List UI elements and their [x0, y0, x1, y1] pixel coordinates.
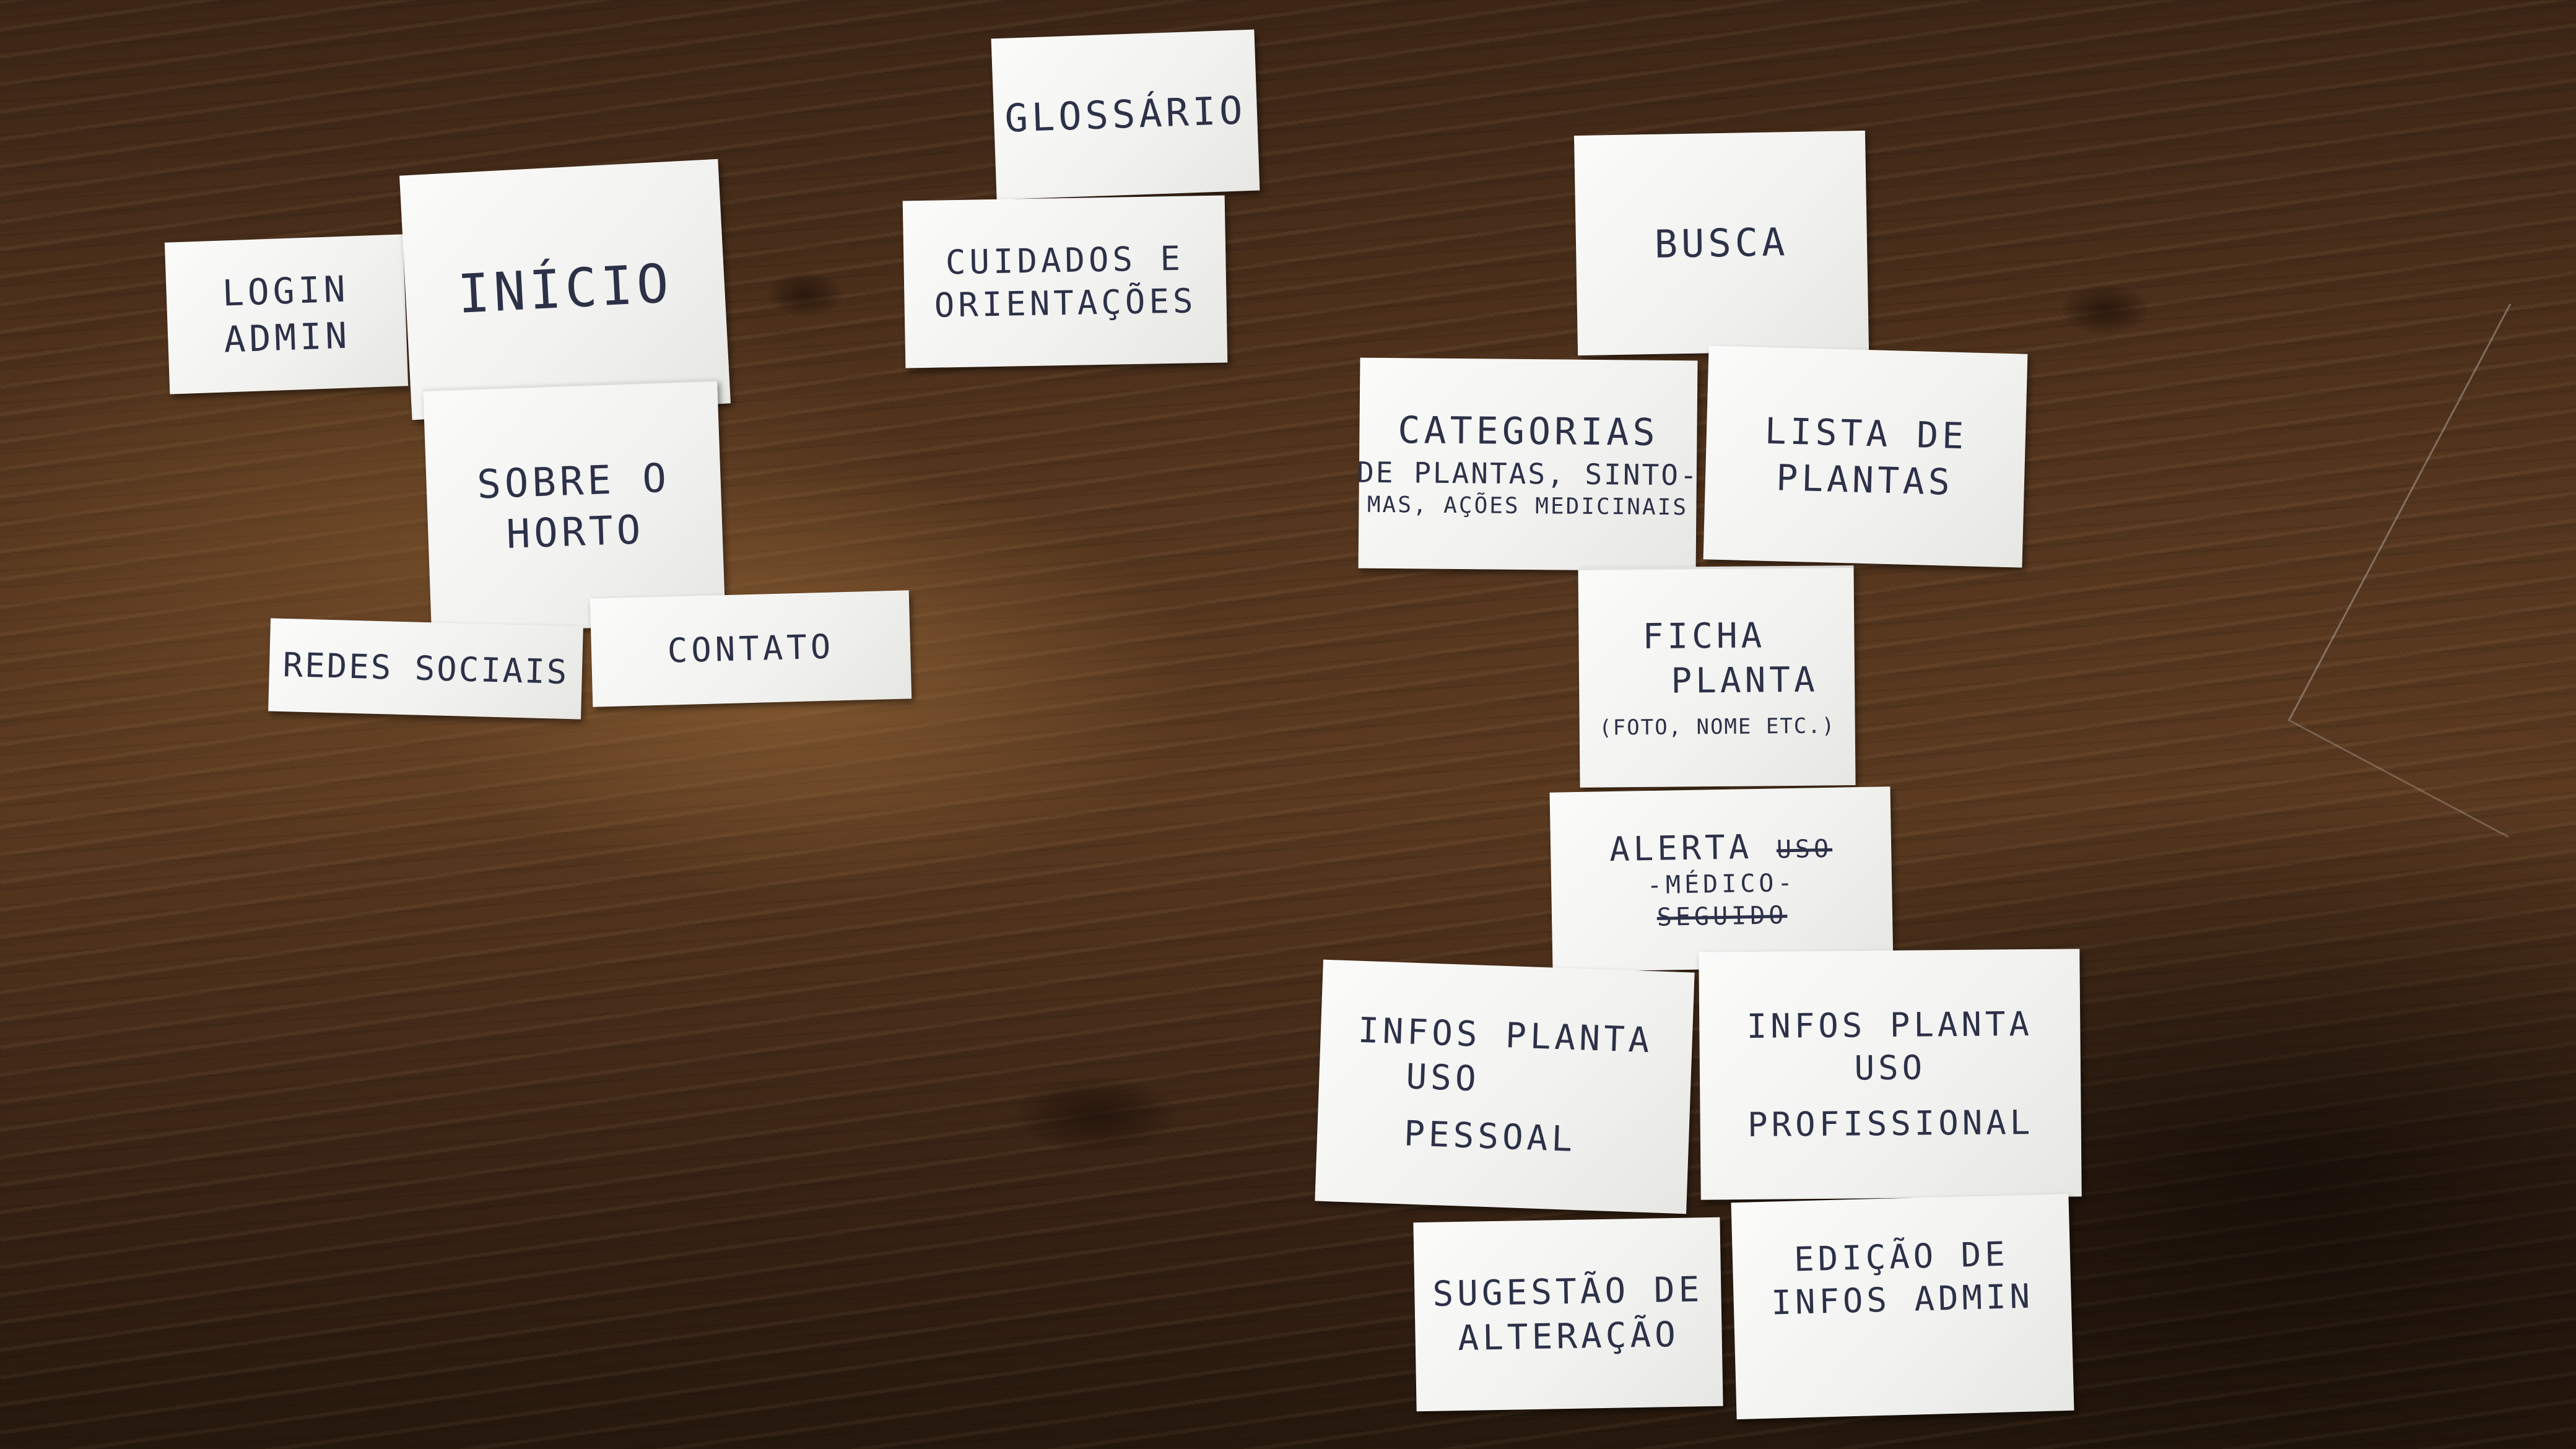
- card-text: GLOSSÁRIO: [1004, 87, 1247, 142]
- card-text: INFOS ADMIN: [1770, 1276, 2034, 1323]
- card-infos-planta-uso-pessoal: INFOS PLANTA USO PESSOAL: [1315, 959, 1695, 1214]
- card-glossario: GLOSSÁRIO: [991, 29, 1260, 200]
- card-text: ORIENTAÇÕES: [934, 281, 1197, 325]
- card-busca: BUSCA: [1573, 130, 1869, 356]
- card-text: EDIÇÃO DE: [1793, 1234, 2009, 1279]
- card-text: USO: [1854, 1048, 1926, 1088]
- card-note: (FOTO, NOME ETC.): [1599, 713, 1836, 741]
- card-text: REDES SOCIAIS: [282, 645, 570, 692]
- card-ficha-planta: FICHA PLANTA (FOTO, NOME ETC.): [1578, 565, 1856, 788]
- card-text: HORTO: [505, 507, 645, 558]
- card-text: INFOS PLANTA: [1746, 1004, 2034, 1046]
- card-text: USO: [1405, 1056, 1481, 1100]
- card-text: INÍCIO: [456, 253, 674, 326]
- wood-knot: [1016, 1077, 1177, 1152]
- card-text: ALTERAÇÃO: [1457, 1314, 1680, 1359]
- card-text: SUGESTÃO DE: [1432, 1269, 1704, 1315]
- card-text: SOBRE O: [476, 455, 671, 508]
- card-text: ALERTA USO: [1609, 824, 1833, 871]
- card-text: CUIDADOS E: [945, 238, 1185, 282]
- wood-knot: [768, 272, 842, 316]
- card-text: -MÉDICO-: [1647, 869, 1796, 900]
- card-text: FICHA: [1642, 616, 1766, 658]
- glass-sheet-edge: [2287, 303, 2576, 838]
- card-text: CONTATO: [666, 627, 835, 671]
- card-text: INFOS PLANTA: [1357, 1011, 1654, 1061]
- card-text: DE PLANTAS, SINTO-: [1356, 455, 1699, 492]
- card-alerta: ALERTA USO -MÉDICO- SEGUIDO: [1549, 786, 1894, 972]
- card-cuidados-e-orientacoes: CUIDADOS E ORIENTAÇÕES: [902, 195, 1228, 368]
- card-text: PROFISSIONAL: [1747, 1102, 2034, 1144]
- card-lista-de-plantas: LISTA DE PLANTAS: [1703, 346, 2028, 568]
- card-edicao-de-infos-admin: EDIÇÃO DE INFOS ADMIN: [1731, 1193, 2074, 1420]
- card-redes-sociais: REDES SOCIAIS: [268, 618, 583, 720]
- card-categorias: CATEGORIAS DE PLANTAS, SINTO- MAS, AÇÕES…: [1356, 357, 1699, 572]
- card-contato: CONTATO: [590, 590, 912, 707]
- card-text: MAS, AÇÕES MEDICINAIS: [1367, 492, 1689, 521]
- card-login-admin: LOGIN ADMIN: [164, 234, 409, 394]
- card-text: LISTA DE: [1764, 410, 1968, 458]
- wood-knot: [2062, 285, 2149, 334]
- card-text: PLANTAS: [1775, 456, 1954, 503]
- card-text: LOGIN: [221, 268, 350, 315]
- struck-text: SEGUIDO: [1656, 900, 1788, 932]
- card-sugestao-de-alteracao: SUGESTÃO DE ALTERAÇÃO: [1413, 1217, 1723, 1412]
- card-text: ALERTA: [1609, 827, 1753, 869]
- card-text: CATEGORIAS: [1398, 409, 1659, 455]
- card-text: PESSOAL: [1403, 1113, 1577, 1160]
- card-text: BUSCA: [1654, 219, 1789, 267]
- card-text: ADMIN: [223, 313, 352, 361]
- card-text: PLANTA: [1671, 659, 1819, 702]
- card-sobre-o-horto: SOBRE O HORTO: [423, 378, 726, 634]
- struck-text: USO: [1776, 835, 1833, 864]
- card-infos-planta-uso-profissional: INFOS PLANTA USO PROFISSIONAL: [1699, 949, 2082, 1200]
